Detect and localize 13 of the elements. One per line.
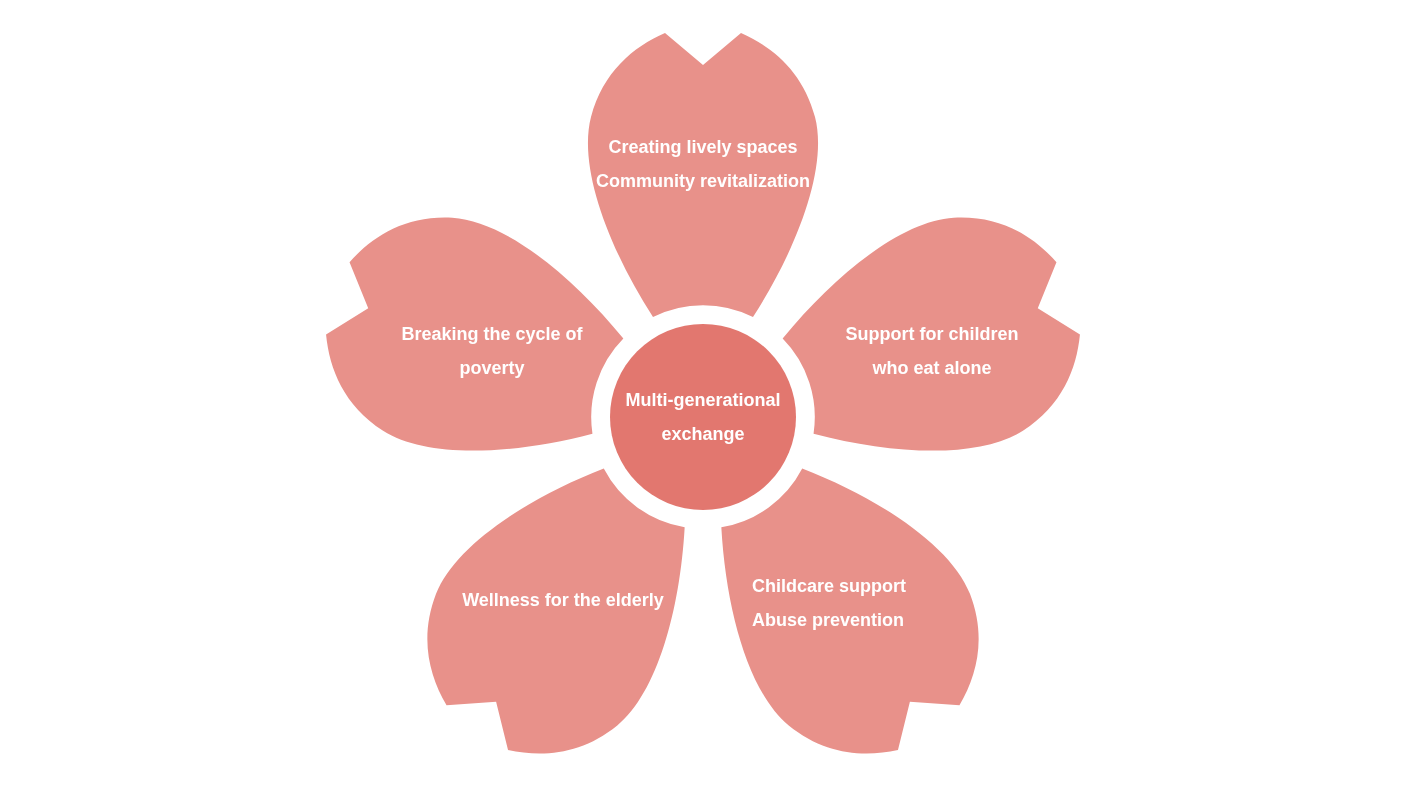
petal-shape [326, 217, 624, 451]
petal-label: Support for children who eat alone [844, 323, 1020, 380]
center-label: Multi-generational exchange [624, 389, 782, 446]
petal-shape [721, 468, 979, 754]
petal-label: Childcare support [752, 575, 908, 598]
petal-shape [427, 468, 685, 754]
petal-label: Abuse prevention [752, 609, 906, 632]
petal-label: Community revitalization [595, 170, 811, 193]
petal-shape [782, 217, 1080, 451]
petal-label: Creating lively spaces [607, 136, 799, 159]
petal-label: Wellness for the elderly [461, 589, 665, 612]
petal-shape [587, 33, 819, 317]
petal-label: Breaking the cycle of poverty [400, 323, 584, 380]
